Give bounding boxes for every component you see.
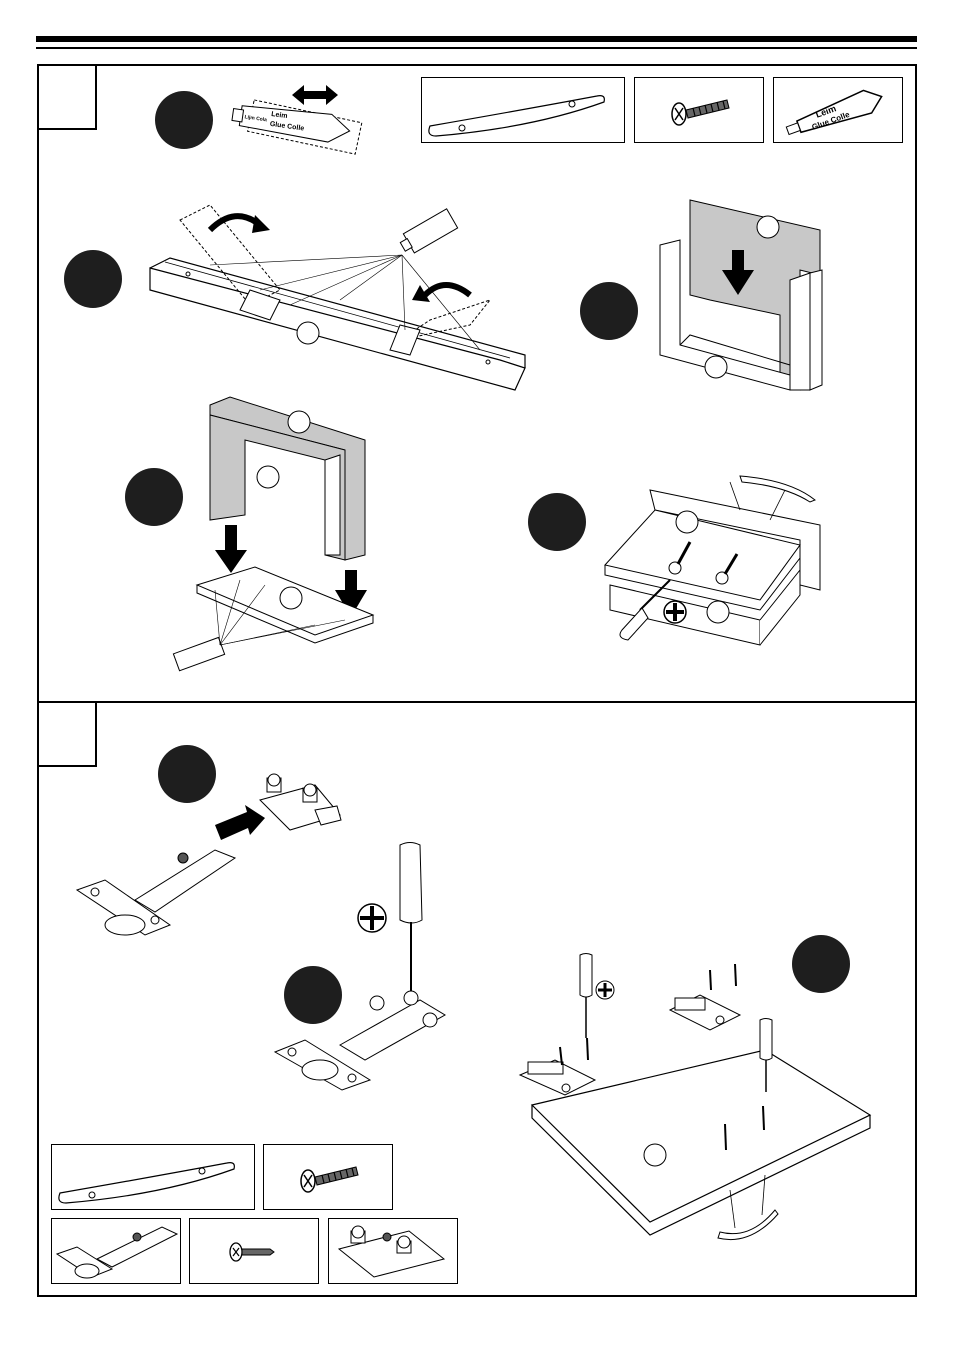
header-rule-thick bbox=[36, 36, 917, 42]
step-marker-frame bbox=[64, 250, 122, 308]
bottom-panel-illustration bbox=[659, 199, 823, 391]
step-marker-front bbox=[125, 468, 183, 526]
down-arrow-icon bbox=[722, 250, 754, 295]
step-marker-glue bbox=[155, 91, 213, 149]
hinge-icon bbox=[55, 1226, 179, 1279]
phillips-icon bbox=[356, 902, 388, 939]
part-box-screw bbox=[634, 77, 764, 143]
hinge-icon bbox=[273, 990, 446, 1091]
part-box-small-screw bbox=[189, 1218, 319, 1284]
header-rule-thin bbox=[36, 47, 917, 49]
handle-icon bbox=[58, 1162, 235, 1204]
step-number-box-1 bbox=[37, 64, 97, 130]
part-box-mounting-plate bbox=[328, 1218, 458, 1284]
screwdriver-icon bbox=[399, 842, 423, 995]
phillips-icon bbox=[663, 600, 687, 624]
screw-icon bbox=[229, 1242, 275, 1262]
door-install-illustration bbox=[518, 953, 872, 1241]
step-marker-hinge-clip bbox=[158, 745, 216, 803]
step-marker-handle bbox=[528, 493, 586, 551]
step-marker-bottom bbox=[580, 282, 638, 340]
frame-glue-illustration bbox=[149, 204, 526, 391]
glue-label-product: Glue Colle bbox=[269, 121, 304, 133]
handle-icon bbox=[428, 95, 605, 137]
screw-icon bbox=[671, 99, 730, 126]
step-marker-hinge-screw bbox=[284, 966, 342, 1024]
part-box-screw-2 bbox=[263, 1144, 393, 1210]
rotate-arrow-icon bbox=[207, 213, 270, 233]
step-number-box-2 bbox=[37, 701, 97, 767]
handle-attach-illustration bbox=[604, 475, 821, 646]
glue-label-brand: Leim bbox=[271, 111, 288, 120]
down-arrow-icon bbox=[215, 525, 247, 573]
glue-label-side: Lijm Cola bbox=[244, 114, 267, 123]
screw-icon bbox=[715, 553, 739, 585]
mounting-plate-icon bbox=[259, 773, 342, 831]
screw-icon bbox=[668, 541, 692, 575]
hinge-icon bbox=[668, 994, 742, 1031]
glue-tube-icon: Leim Glue Colle bbox=[785, 89, 883, 136]
part-box-handle bbox=[421, 77, 625, 143]
step-marker-door bbox=[792, 935, 850, 993]
hinge-icon bbox=[75, 849, 237, 936]
screw-icon bbox=[300, 1166, 359, 1193]
double-arrow-icon bbox=[292, 85, 338, 105]
rotate-arrow-icon bbox=[412, 282, 472, 302]
part-box-hinge bbox=[51, 1218, 181, 1284]
hinge-screw-illustration bbox=[273, 842, 446, 1091]
mounting-plate-icon bbox=[337, 1225, 446, 1278]
hinge-clip-illustration bbox=[75, 773, 342, 936]
assembly-panel-hinges bbox=[37, 701, 917, 1297]
phillips-icon bbox=[595, 980, 615, 1000]
screwdriver-icon bbox=[759, 1018, 773, 1092]
glue-shake-illustration: Leim Glue Colle Lijm Cola bbox=[231, 85, 363, 155]
screwdriver-icon bbox=[579, 953, 593, 1038]
part-box-glue: Leim Glue Colle bbox=[773, 77, 903, 143]
hinge-icon bbox=[518, 1059, 597, 1096]
down-arrow-icon bbox=[335, 570, 367, 617]
screwdriver-icon bbox=[619, 579, 671, 641]
part-box-handle-2 bbox=[51, 1144, 255, 1210]
front-panel-illustration bbox=[172, 396, 375, 672]
